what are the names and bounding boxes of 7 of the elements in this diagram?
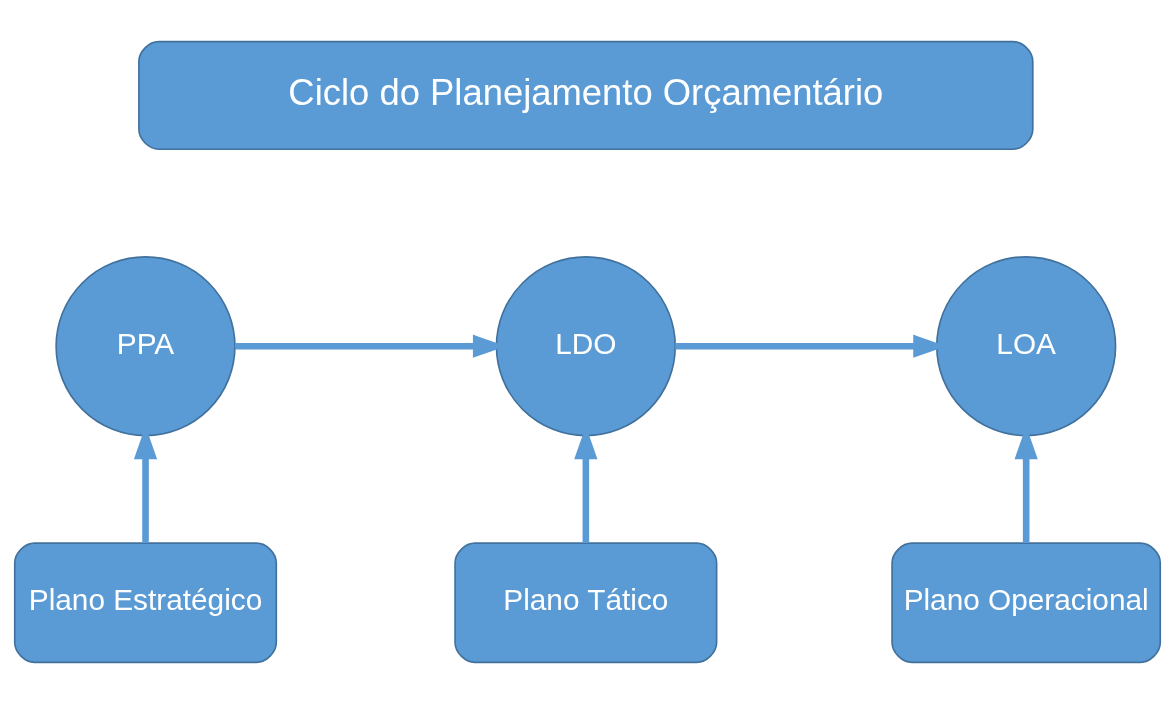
node-box: Ciclo do Planejamento Orçamentário (138, 40, 1034, 150)
node-circle: PPA (55, 255, 236, 436)
node-circle: LDO (495, 255, 677, 436)
node-box: Plano Tático (454, 541, 718, 663)
node-box: Plano Estratégico (13, 541, 278, 663)
node-box: Plano Operacional (891, 541, 1162, 663)
node-circle: LOA (935, 255, 1117, 436)
